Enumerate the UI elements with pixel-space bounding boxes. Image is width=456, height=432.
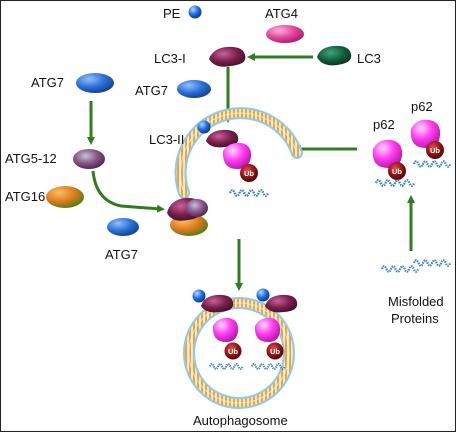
atg16-protein-icon — [46, 186, 84, 208]
arrow-atg512-to-complex — [91, 170, 165, 213]
autophagosome-p62-left-icon — [212, 317, 239, 342]
autophagosome-ub-left-icon — [224, 342, 242, 360]
phagophore-p62-icon — [222, 142, 252, 169]
p62-left-ub-label: Ub — [392, 167, 402, 176]
autophagosome: Ub Ub — [183, 288, 298, 409]
label-atg4: ATG4 — [265, 6, 298, 21]
arrows — [87, 53, 415, 291]
autophagosome-pe-right-icon — [256, 288, 270, 302]
label-atg16: ATG16 — [5, 189, 45, 204]
autophagosome-misfolded-left-icon — [209, 362, 244, 371]
misfolded-protein-2-icon — [413, 259, 452, 267]
phagophore-ub-icon — [240, 164, 258, 182]
p62-right-ub-label: Ub — [430, 146, 440, 155]
pe-protein-icon — [188, 5, 202, 19]
atg7-top-protein-icon — [76, 73, 114, 93]
phagophore-ub-label: Ub — [244, 169, 254, 178]
atg7-bottom-protein-icon — [107, 218, 139, 236]
label-misfolded-line1: Misfolded — [388, 294, 444, 309]
label-atg7-mid: ATG7 — [135, 83, 168, 98]
complex-atg5-12-icon — [186, 199, 208, 217]
phagophore: LC3-II Ub — [149, 107, 303, 236]
p62-left-misfolded-icon — [375, 178, 416, 188]
label-misfolded-line2: Proteins — [391, 311, 439, 326]
lc3-dark-protein-icon — [317, 45, 352, 66]
label-p62-right: p62 — [411, 99, 433, 114]
atg5-12-protein-icon — [73, 149, 105, 169]
label-lc3-ii: LC3-II — [149, 132, 184, 147]
p62-left-ub-icon — [388, 162, 406, 180]
p62-right-ub-icon — [426, 141, 444, 159]
autophagosome-p62-right-icon — [254, 317, 281, 342]
autophagosome-lc3-left-icon — [201, 294, 234, 313]
autophagosome-misfolded-right-icon — [251, 362, 286, 371]
label-lc3: LC3 — [357, 51, 381, 66]
label-p62-left: p62 — [373, 117, 395, 132]
label-atg7-bottom: ATG7 — [105, 247, 138, 262]
autophagosome-pe-left-icon — [192, 289, 206, 303]
phagophore-misfolded-icon — [229, 188, 270, 198]
label-atg5-12: ATG5-12 — [5, 151, 57, 166]
misfolded-protein-1-icon — [381, 265, 420, 273]
autophagosome-ub-left-label: Ub — [228, 347, 238, 356]
lc3-ii-protein-icon — [206, 129, 239, 148]
lc3-ii-pe-icon — [197, 120, 211, 134]
p62-right-misfolded-icon — [413, 160, 452, 168]
label-pe: PE — [163, 6, 181, 21]
lc3-i-protein-icon — [209, 46, 246, 67]
autophagosome-ub-right-icon — [266, 342, 284, 360]
atg4-protein-icon — [266, 25, 304, 43]
autophagosome-ub-right-label: Ub — [270, 347, 280, 356]
p62-right-icon — [410, 119, 441, 148]
p62-left-icon — [372, 139, 403, 168]
label-autophagosome: Autophagosome — [193, 413, 288, 428]
label-atg7-top: ATG7 — [31, 75, 64, 90]
label-lc3-i: LC3-I — [154, 51, 186, 66]
atg7-mid-protein-icon — [177, 80, 211, 98]
autophagosome-lc3-right-icon — [265, 294, 298, 313]
